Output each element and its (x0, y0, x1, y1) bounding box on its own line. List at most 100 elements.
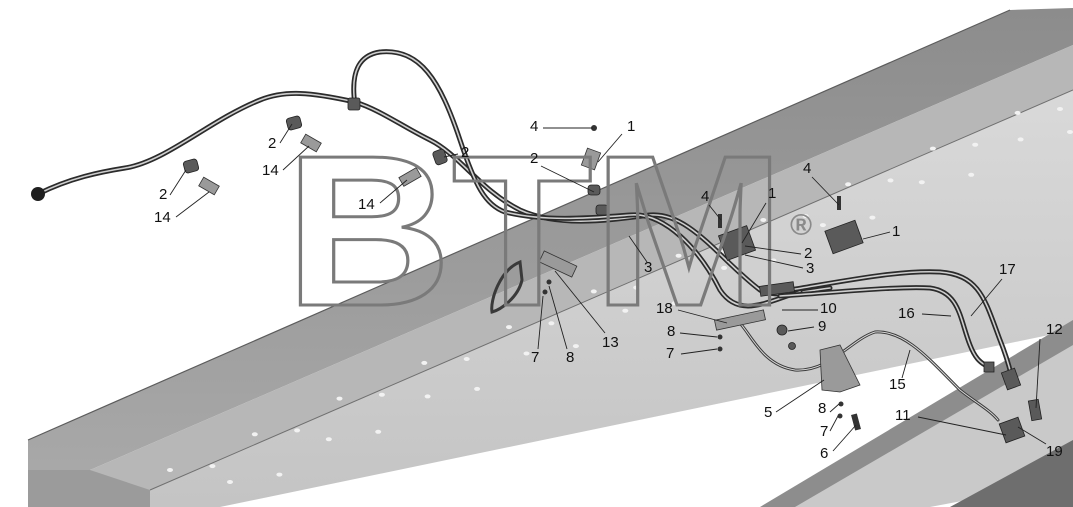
callout-label-c17: 17 (999, 261, 1016, 278)
clamp-1-right (824, 219, 864, 255)
callout-label-c8c: 8 (818, 400, 826, 417)
rivet-hole (918, 180, 925, 185)
callout-label-c2b: 2 (461, 144, 469, 161)
nut-8-mid (717, 334, 723, 340)
callout-label-c12: 12 (1046, 321, 1063, 338)
brake-tubes (35, 49, 1015, 422)
leader-line-c2c (279, 123, 293, 144)
leader-line-c4c (811, 176, 840, 206)
frame-rail-edge-line (27, 9, 1011, 441)
rivet-hole (209, 464, 216, 469)
callout-label-c4a: 4 (530, 118, 538, 135)
tube-end-cap (31, 187, 45, 201)
leader-line-c15 (901, 349, 911, 379)
clip-2-center (587, 184, 601, 196)
callout-label-c14c: 14 (358, 196, 375, 213)
bracket-14-mid (300, 133, 322, 153)
rivet-hole (227, 480, 233, 484)
leader-line-c18 (677, 309, 728, 324)
brake-tube-loop-highlight (353, 50, 801, 307)
leader-line-c14a (282, 145, 310, 171)
bolt-6 (851, 413, 861, 431)
callout-label-c15: 15 (889, 376, 906, 393)
leader-line-c17 (970, 278, 1003, 317)
brake-tube-15-highlight (734, 317, 999, 421)
rivet-hole (1017, 137, 1024, 142)
nut-10 (776, 324, 788, 336)
frame-rail-crease-line (149, 89, 1073, 491)
callout-label-c14a: 14 (262, 162, 279, 179)
frame-rail-web (150, 90, 1073, 507)
brake-hose-13 (490, 259, 524, 314)
leader-line-c2b (443, 153, 459, 158)
leader-line-c1b (741, 202, 767, 244)
rivet-hole (167, 468, 173, 472)
rivet-hole (887, 178, 894, 183)
rivet-hole (463, 357, 470, 361)
rivet-hole (1014, 110, 1021, 115)
callout-label-c6: 6 (820, 445, 828, 462)
fitting-16-end (983, 361, 995, 373)
leader-line-c7c (829, 415, 839, 432)
rivet-hole (675, 253, 682, 258)
rivet-hole (633, 285, 640, 290)
callout-label-c7a: 7 (666, 345, 674, 362)
brake-tube-main-highlight (37, 92, 831, 295)
leader-line-c11 (917, 416, 1007, 436)
watermark: BTM ® (284, 109, 813, 353)
callout-label-c11: 11 (895, 407, 911, 424)
rivet-hole (523, 351, 530, 356)
leader-line-c1a (597, 133, 623, 163)
leader-line-c3a (744, 254, 804, 269)
leader-line-c7a (680, 348, 718, 355)
rivet-hole (276, 472, 283, 477)
leader-line-c3b (628, 235, 648, 263)
leader-line-c8b (548, 285, 568, 350)
leader-line-c13 (554, 270, 606, 334)
callout-label-c3b: 3 (644, 259, 652, 276)
rivet-hole (590, 289, 597, 294)
lower-rail-flange (760, 320, 1073, 507)
rivet-hole (548, 321, 555, 326)
leader-line-c8a (679, 332, 718, 338)
rivet-hole (869, 215, 876, 220)
callout-label-c7c: 7 (820, 423, 828, 440)
rivet-hole (671, 301, 678, 306)
frame-rail-top-edge (90, 45, 1073, 490)
leader-line-c14b (175, 191, 210, 218)
leader-line-c12 (1035, 338, 1041, 409)
rivet-hole (325, 437, 332, 442)
callout-label-c2d: 2 (159, 186, 167, 203)
rivet-hole (572, 344, 579, 349)
leader-line-c2e (744, 245, 802, 255)
leader-line-c19 (1017, 426, 1047, 445)
leader-line-c14c (379, 179, 408, 204)
bolt-4-upper (591, 125, 597, 131)
bolt-4-right (837, 196, 841, 210)
leader-line-c4b (708, 204, 722, 221)
callout-label-c8a: 8 (667, 323, 675, 340)
rivet-hole (802, 214, 809, 219)
rivet-hole (760, 218, 767, 222)
washer-7-mid (717, 346, 723, 352)
tube-fitting (347, 97, 361, 111)
leader-line-c5 (775, 379, 825, 413)
rivet-hole (506, 325, 512, 330)
washer-7-left (542, 289, 548, 295)
clamp-1-center (717, 225, 757, 261)
clip-2-center-lower (595, 204, 609, 216)
coupling-17-end (1000, 367, 1022, 391)
brake-tube-16-highlight (779, 286, 986, 366)
rivet-hole (251, 432, 258, 437)
callout-label-c13: 13 (602, 334, 619, 351)
valve-19 (998, 416, 1026, 444)
rivet-hole (474, 386, 481, 391)
callout-label-c18: 18 (656, 300, 673, 317)
parts (31, 97, 1043, 444)
clip-2-upper (432, 148, 448, 166)
bracket-5 (819, 344, 861, 393)
callout-label-c5: 5 (764, 404, 772, 421)
rivet-hole (294, 428, 301, 433)
